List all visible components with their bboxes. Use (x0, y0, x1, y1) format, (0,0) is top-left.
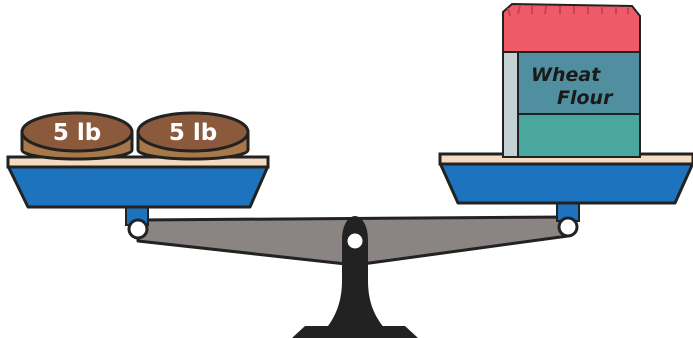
bag-label-line2: Flour (557, 87, 614, 109)
weight-2-label: 5 lb (169, 120, 217, 146)
weight-5lb-2: 5 lb (136, 111, 250, 161)
right-pivot-pin (557, 216, 579, 238)
left-pivot-pin (127, 218, 149, 240)
stand-base (292, 326, 418, 338)
pivot-pin (344, 230, 366, 252)
right-pan (438, 152, 693, 205)
weight-1-label: 5 lb (53, 120, 101, 146)
bag-label-line1: Wheat (531, 64, 601, 86)
left-pan (6, 155, 270, 209)
wheat-flour-bag: Wheat Flour (502, 2, 641, 158)
weight-5lb-1: 5 lb (20, 111, 134, 161)
balance-stand (325, 216, 386, 338)
